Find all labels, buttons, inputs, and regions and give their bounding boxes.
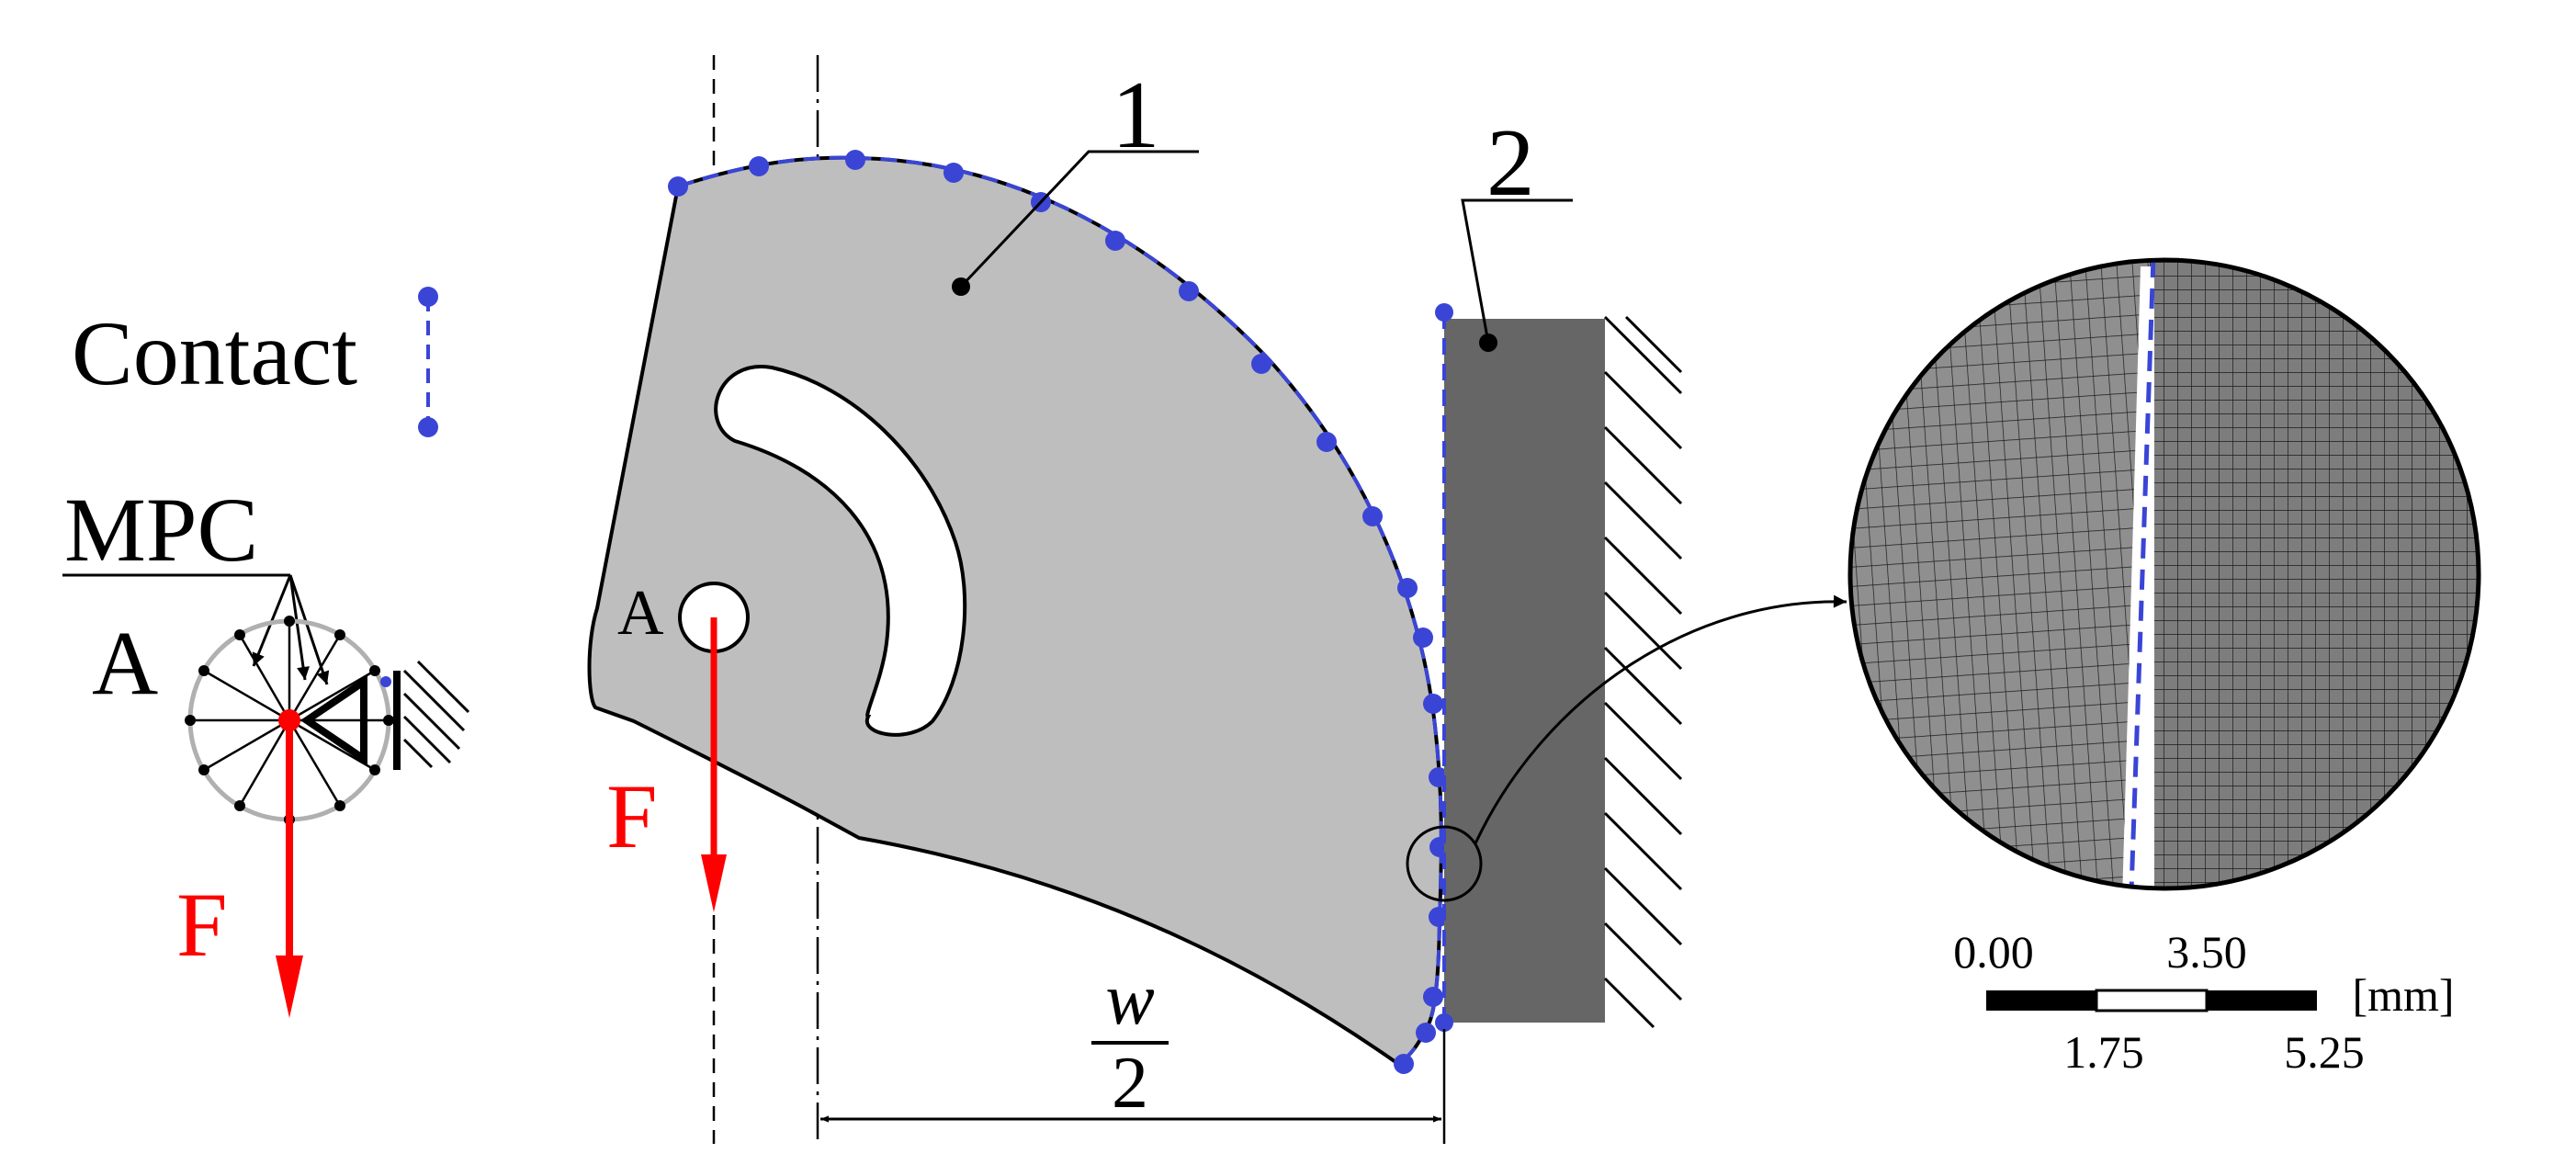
dimension-w-half: w 2 — [820, 959, 1446, 1144]
scale-tick-1: 1.75 — [2063, 1026, 2144, 1078]
dimension-denominator: 2 — [1112, 1043, 1148, 1124]
scale-tick-0: 0.00 — [1953, 926, 2034, 978]
contact-nodes-body-1 — [668, 150, 1450, 1074]
force-label-center: F — [606, 765, 658, 867]
scale-bar: 0.00 3.50 1.75 5.25 [mm] — [1953, 926, 2454, 1078]
force-label-left: F — [176, 874, 228, 976]
force-arrow-left — [276, 720, 303, 1018]
node-a-label: A — [92, 612, 158, 714]
block-2-rect — [1444, 319, 1605, 1023]
contact-node-block — [1435, 1013, 1453, 1032]
slot-cutout — [714, 365, 967, 737]
main-part: A F 1 — [587, 55, 1450, 1144]
mpc-arrow — [288, 574, 310, 681]
scale-unit: [mm] — [2352, 969, 2454, 1021]
mpc-label: MPC — [64, 479, 258, 581]
node-a-center-label: A — [617, 578, 664, 649]
hatched-wall-icon — [402, 660, 470, 769]
contact-marker-icon — [418, 287, 438, 437]
leader-1 — [959, 150, 1199, 288]
scale-tick-3: 5.25 — [2284, 1026, 2365, 1078]
detail-callout-arrow — [1474, 594, 1847, 844]
force-arrow-center — [701, 617, 727, 912]
contact-node-block — [1435, 303, 1453, 322]
block-2: 2 — [1435, 108, 1683, 1032]
mesh-zoom-view — [1847, 257, 2481, 891]
scale-tick-2: 3.50 — [2166, 926, 2247, 978]
contact-legend-label: Contact — [72, 302, 357, 404]
triangle-support-icon — [299, 671, 401, 770]
part-1-label: 1 — [1112, 61, 1160, 168]
legend: Contact MPC A — [62, 287, 470, 1018]
hatched-wall-icon — [1603, 315, 1683, 1029]
dimension-numerator: w — [1105, 959, 1154, 1040]
leader-2 — [1461, 198, 1573, 344]
part-2-label: 2 — [1486, 108, 1535, 216]
detail-callout-circle — [1406, 825, 1483, 902]
